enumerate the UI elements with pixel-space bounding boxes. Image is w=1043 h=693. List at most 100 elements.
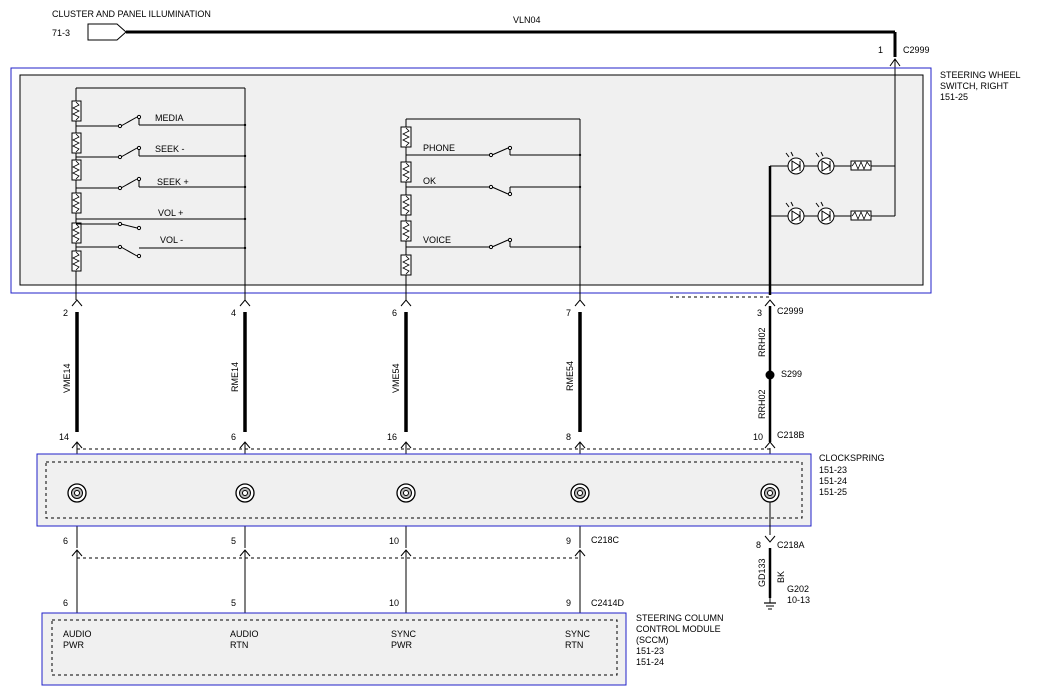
sccm-ref-2: 151-24 (636, 657, 664, 667)
source-ref: 71-3 (52, 28, 70, 38)
switch-vol-plus (76, 217, 247, 231)
wire2-pin-sccm: 5 (231, 598, 236, 608)
illumination-leds (768, 75, 896, 295)
switch-title-line2: SWITCH, RIGHT (940, 81, 1009, 91)
c218b-name: C218B (777, 430, 805, 440)
resistor (71, 222, 82, 244)
steering-wheel-switch-panel (19, 74, 924, 286)
wire1-pin-sccm: 6 (63, 598, 68, 608)
clockspring-contact-icon (396, 483, 416, 503)
vln04-label: VLN04 (513, 15, 541, 25)
switch-seek-minus-label: SEEK - (155, 144, 185, 154)
gd133-label: GD133 (757, 558, 767, 587)
resistor (400, 126, 412, 148)
switch-title-line1: STEERING WHEEL (940, 70, 1021, 80)
switch-vol-minus-label: VOL - (160, 235, 183, 245)
c218a-name: C218A (777, 540, 805, 550)
wire4-pin-c218c: 9 (566, 536, 571, 546)
sccm-ref-1: 151-23 (636, 646, 664, 656)
switch-seek-plus (76, 176, 247, 191)
c2999-bottom-name: C2999 (777, 306, 804, 316)
c2999-top-name: C2999 (903, 45, 930, 55)
resistor (400, 161, 412, 183)
sccm-pin3-line1: SYNC (391, 629, 417, 639)
resistor (71, 192, 82, 214)
resistor (400, 220, 412, 242)
ground-name: G202 (787, 584, 809, 594)
right-wire-pin-clock: 10 (753, 432, 763, 442)
resistor (400, 254, 412, 276)
wire3-circuit: VME54 (391, 363, 401, 393)
rrh02-lower-label: RRH02 (757, 389, 767, 419)
rrh02-upper-label: RRH02 (757, 327, 767, 357)
resistor (71, 100, 82, 122)
sccm-pin4-line1: SYNC (565, 629, 591, 639)
c2999-top-pin: 1 (878, 45, 883, 55)
ground-ref: 10-13 (787, 595, 810, 605)
sccm-pin2-line2: RTN (230, 640, 248, 650)
sccm-pin3-line2: PWR (391, 640, 412, 650)
c218a-pin: 8 (756, 540, 761, 550)
switch-media (76, 114, 247, 129)
switch-ok-label: OK (423, 176, 436, 186)
sccm-pin1-line1: AUDIO (63, 629, 92, 639)
resistor (850, 210, 872, 221)
sccm-title-line2: CONTROL MODULE (636, 624, 721, 634)
wire1-pin-clock: 14 (59, 432, 69, 442)
left-resistor-ladder (71, 87, 246, 300)
wire2-pin-c218c: 5 (231, 536, 236, 546)
clockspring-title: CLOCKSPRING (819, 453, 885, 463)
led-icon (815, 151, 835, 175)
source-connector-arrow (87, 23, 127, 41)
c2414d-name: C2414D (591, 598, 625, 608)
wire3-pin-clock: 16 (387, 432, 397, 442)
wire1-pin-top: 2 (63, 308, 68, 318)
sccm-title-line3: (SCCM) (636, 635, 669, 645)
wire2-circuit: RME14 (230, 362, 240, 392)
switch-media-label: MEDIA (155, 113, 184, 123)
switch-seek-plus-label: SEEK + (157, 177, 189, 187)
c2999-bottom-pin: 3 (757, 308, 762, 318)
switch-title-ref: 151-25 (940, 92, 968, 102)
steering-wheel-switch-box (10, 67, 932, 294)
sccm-pin2-line1: AUDIO (230, 629, 259, 639)
sccm-pin1-line2: PWR (63, 640, 84, 650)
clockspring-contact-icon (760, 483, 780, 503)
clockspring-ref-3: 151-25 (819, 487, 847, 497)
resistor (71, 132, 82, 154)
switch-phone (406, 145, 582, 158)
c218c-name: C218C (591, 535, 620, 545)
ground-icon (764, 598, 776, 610)
clockspring-inner-dash (45, 461, 803, 519)
clockspring-box-border (36, 453, 812, 527)
sccm-panel (42, 613, 626, 685)
right-resistor-ladder (400, 118, 581, 300)
clockspring-contact-icon (235, 483, 255, 503)
wire2-pin-top: 4 (231, 308, 236, 318)
switch-seek-minus (76, 145, 247, 160)
sccm-inner-dash (51, 619, 618, 676)
clockspring-contact-icon (570, 483, 590, 503)
sccm-title-line1: STEERING COLUMN (636, 613, 724, 623)
switch-vol-minus (76, 244, 247, 259)
clockspring-ref-2: 151-24 (819, 476, 847, 486)
resistor (71, 159, 82, 181)
sccm-box-border (41, 612, 627, 686)
wire3-pin-top: 6 (392, 308, 397, 318)
c218a-terminal (764, 535, 776, 543)
resistor (850, 160, 872, 171)
switch-voice-label: VOICE (423, 235, 451, 245)
clockspring-ref-1: 151-23 (819, 465, 847, 475)
led-icon (785, 201, 805, 225)
resistor (71, 250, 82, 272)
clockspring-panel (37, 454, 811, 526)
c2999-bottom-terminal (764, 299, 776, 307)
wire3-pin-sccm: 10 (389, 598, 399, 608)
splice-s299-label: S299 (781, 369, 802, 379)
sccm-pin4-line2: RTN (565, 640, 583, 650)
splice-s299 (765, 370, 775, 380)
wire4-pin-clock: 8 (566, 432, 571, 442)
switch-vol-plus-label: VOL + (158, 208, 183, 218)
wire3-pin-c218c: 10 (389, 536, 399, 546)
